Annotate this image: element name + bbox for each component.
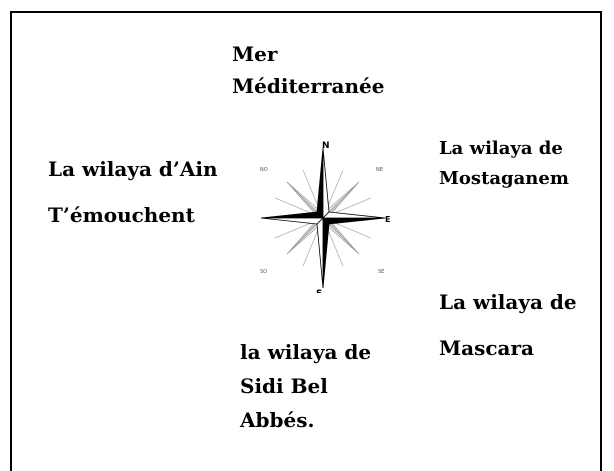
compass-e-label: E: [385, 215, 390, 224]
label-east-mostaganem: La wilaya de Mostaganem: [439, 136, 569, 192]
label-east-line2: Mostaganem: [439, 168, 569, 189]
label-south-line1: la wilaya de: [240, 340, 372, 364]
label-south-sidi-bel-abbes: la wilaya de Sidi Bel Abbés.: [240, 338, 371, 434]
compass-se-label: SE: [378, 269, 384, 275]
map-frame: [10, 11, 602, 471]
label-south-line3: Abbés.: [240, 408, 315, 432]
label-south-line2: Sidi Bel: [240, 374, 328, 398]
label-north-line2: Méditerranée: [232, 74, 385, 98]
label-southeast-mascara: La wilaya de Mascara: [439, 288, 577, 362]
label-southeast-line2: Mascara: [439, 336, 534, 360]
label-west-ain-temouchent: La wilaya d’Ain T’émouchent: [48, 155, 218, 229]
label-west-line1: La wilaya d’Ain: [48, 157, 218, 181]
compass-no-label: NO: [260, 167, 268, 173]
compass-n-label: N: [322, 141, 330, 151]
label-north-line1: Mer: [232, 42, 278, 66]
label-west-line2: T’émouchent: [48, 203, 195, 227]
compass-ne-label: NE: [376, 167, 383, 173]
label-southeast-line1: La wilaya de: [439, 290, 577, 314]
label-east-line1: La wilaya de: [439, 138, 563, 159]
compass-so-label: SO: [260, 269, 267, 275]
label-north-sea: Mer Méditerranée: [232, 40, 384, 100]
compass-rose-icon: N E S NO NE SO SE: [260, 141, 390, 293]
compass-s-label: S: [316, 289, 322, 293]
